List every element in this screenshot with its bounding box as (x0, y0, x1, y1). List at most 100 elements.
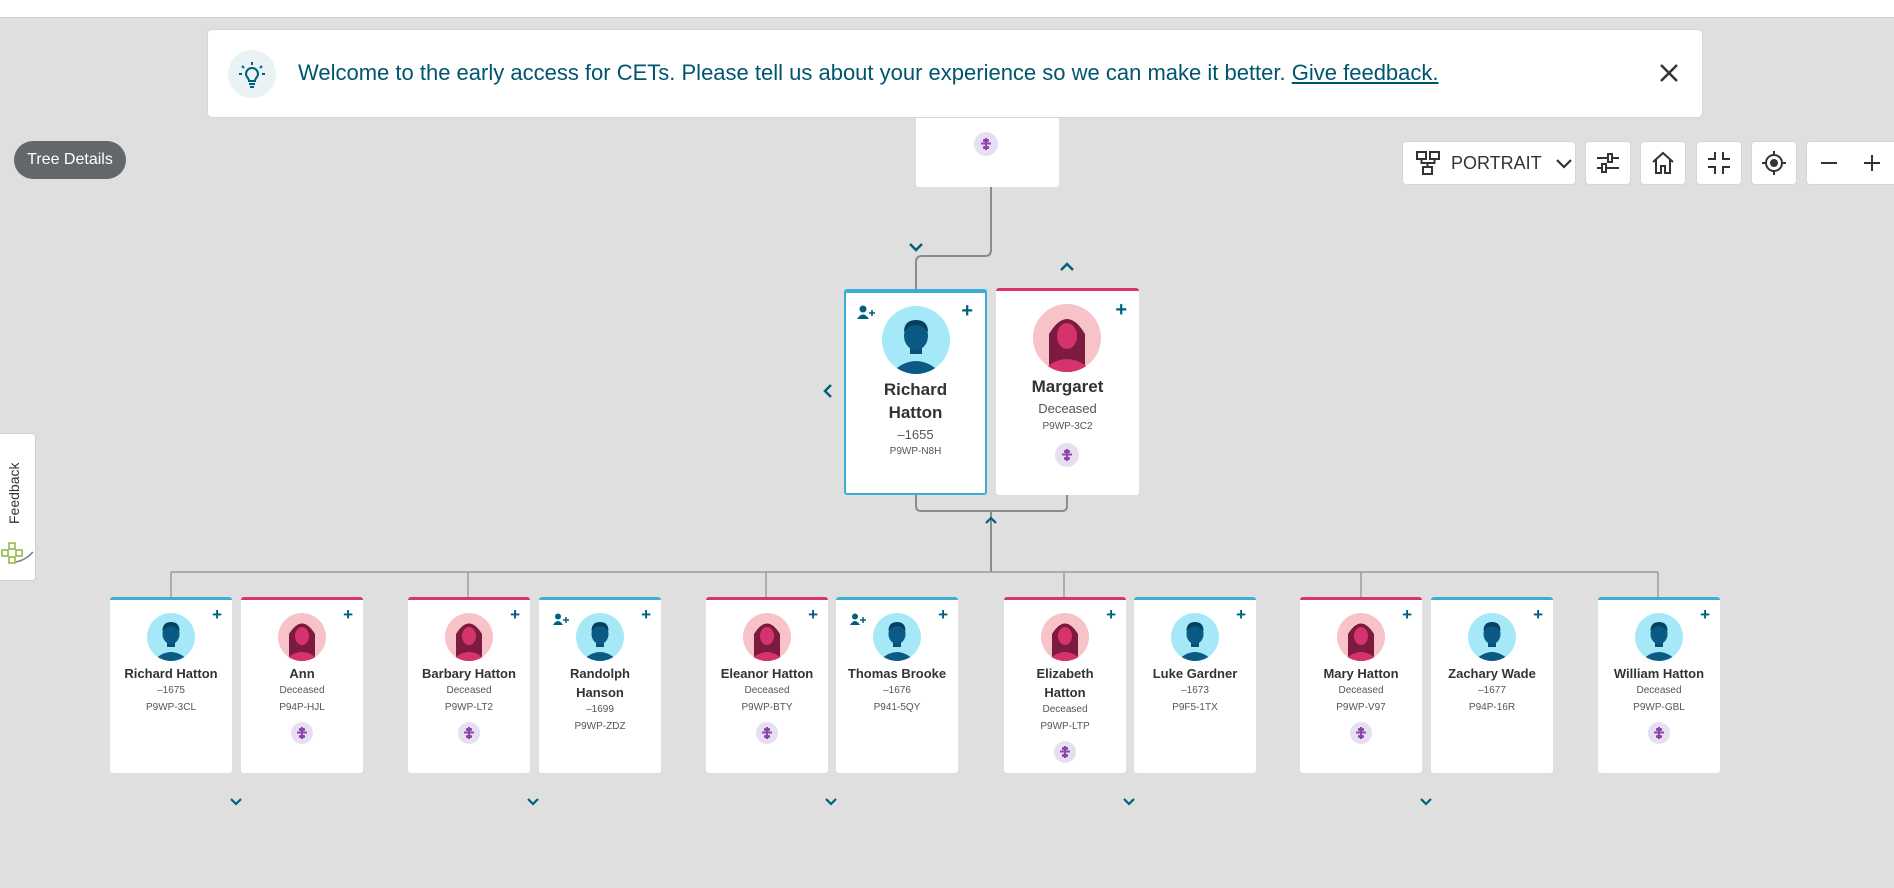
add-person-icon[interactable]: + (212, 605, 222, 624)
expand-descendants-chevron-icon[interactable] (1121, 795, 1137, 809)
parent-card-partial[interactable] (916, 115, 1059, 187)
tree-layout-icon (1416, 151, 1440, 175)
add-person-icon[interactable]: + (961, 300, 973, 322)
person-name-line1: Zachary Wade (1448, 666, 1536, 681)
add-person-icon[interactable]: + (938, 605, 948, 624)
add-person-icon[interactable]: + (641, 605, 651, 624)
feedback-tab[interactable]: Feedback (0, 433, 36, 581)
person-name-line1: Ann (289, 666, 315, 681)
give-feedback-link[interactable]: Give feedback. (1291, 60, 1439, 85)
add-person-icon[interactable]: + (1115, 299, 1127, 321)
add-person-icon[interactable]: + (808, 605, 818, 624)
person-dates: –1673 (1181, 685, 1209, 696)
person-dates: –1699 (586, 704, 614, 715)
focus-person-card[interactable]: + Richard Hatton –1655 P9WP-N8H (844, 289, 987, 495)
memories-icon (1654, 727, 1664, 739)
memories-badge[interactable] (458, 722, 480, 744)
person-dates: –1676 (883, 685, 911, 696)
tree-details-button[interactable]: Tree Details (14, 141, 126, 179)
add-person-icon[interactable]: + (1402, 605, 1412, 624)
layout-dropdown[interactable]: PORTRAIT (1402, 141, 1576, 185)
person-id: P9WP-V97 (1336, 702, 1386, 713)
person-relationship-icon[interactable] (856, 304, 876, 322)
person-dates: Deceased (279, 685, 325, 696)
filter-sliders-icon (1597, 153, 1619, 173)
zoom-controls (1806, 141, 1894, 185)
collapse-button[interactable] (1696, 141, 1742, 185)
home-button[interactable] (1640, 141, 1686, 185)
person-dates: Deceased (446, 685, 492, 696)
person-name-line2: Hatton (888, 403, 943, 422)
memories-badge[interactable] (1055, 443, 1079, 467)
expand-descendants-chevron-icon[interactable] (1418, 795, 1434, 809)
memories-badge[interactable] (291, 722, 313, 744)
memories-badge[interactable] (1350, 722, 1372, 744)
spouse-card[interactable]: + Margaret Deceased P9WP-3C2 (996, 288, 1139, 495)
zoom-out-icon[interactable] (1818, 152, 1840, 174)
memories-badge[interactable] (756, 722, 778, 744)
add-person-icon[interactable]: + (1236, 605, 1246, 624)
layout-label: PORTRAIT (1451, 152, 1542, 173)
person-dates: Deceased (1338, 685, 1384, 696)
zoom-in-icon[interactable] (1861, 152, 1883, 174)
locate-icon (1762, 151, 1786, 175)
person-id: P9WP-LTP (1040, 721, 1090, 732)
collapse-icon (1708, 152, 1730, 174)
expand-descendants-chevron-icon[interactable] (823, 795, 839, 809)
person-name-line1: William Hatton (1613, 666, 1705, 681)
male-avatar (873, 613, 921, 661)
expand-spouse-ancestors-chevron-icon[interactable] (1057, 259, 1077, 275)
add-person-icon[interactable]: + (510, 605, 520, 624)
banner-message: Welcome to the early access for CETs. Pl… (298, 60, 1439, 86)
filter-button[interactable] (1585, 141, 1631, 185)
male-avatar (882, 306, 950, 374)
early-access-banner: Welcome to the early access for CETs. Pl… (207, 29, 1703, 118)
person-name-line1: Randolph (570, 666, 630, 681)
person-name-line1: Thomas Brooke (847, 666, 947, 681)
memories-icon (1060, 746, 1070, 758)
person-dates: –1675 (157, 685, 185, 696)
male-avatar (147, 613, 195, 661)
expand-descendants-chevron-icon[interactable] (228, 795, 244, 809)
expand-descendants-chevron-icon[interactable] (525, 795, 541, 809)
banner-text: Welcome to the early access for CETs. Pl… (298, 60, 1286, 85)
memories-badge[interactable] (1648, 722, 1670, 744)
memories-badge[interactable] (974, 132, 998, 156)
add-person-icon[interactable]: + (1106, 605, 1116, 624)
memories-icon (981, 138, 991, 150)
close-icon[interactable] (1656, 60, 1682, 86)
locate-button[interactable] (1751, 141, 1797, 185)
person-id: P9WP-LT2 (444, 702, 494, 713)
add-person-icon[interactable]: + (1700, 605, 1710, 624)
person-name-line2: Hanson (576, 685, 624, 700)
add-person-icon[interactable]: + (1533, 605, 1543, 624)
person-relationship-icon[interactable] (552, 612, 570, 633)
chevron-left-icon[interactable] (820, 381, 836, 401)
person-relationship-icon[interactable] (849, 612, 867, 633)
person-id: P9WP-N8H (889, 446, 942, 457)
lightbulb-icon (228, 50, 276, 98)
expand-ancestors-chevron-icon[interactable] (906, 240, 926, 256)
person-name-line1: Richard (883, 380, 948, 399)
add-person-icon[interactable]: + (343, 605, 353, 624)
memories-icon (464, 727, 474, 739)
chevron-up-icon[interactable] (983, 512, 999, 528)
home-icon (1652, 151, 1674, 174)
memories-badge[interactable] (1054, 741, 1076, 763)
female-avatar (1041, 613, 1089, 661)
person-id: P94P-HJL (279, 702, 325, 713)
male-avatar (1635, 613, 1683, 661)
male-avatar (576, 613, 624, 661)
feedback-tab-label: Feedback (6, 462, 22, 524)
